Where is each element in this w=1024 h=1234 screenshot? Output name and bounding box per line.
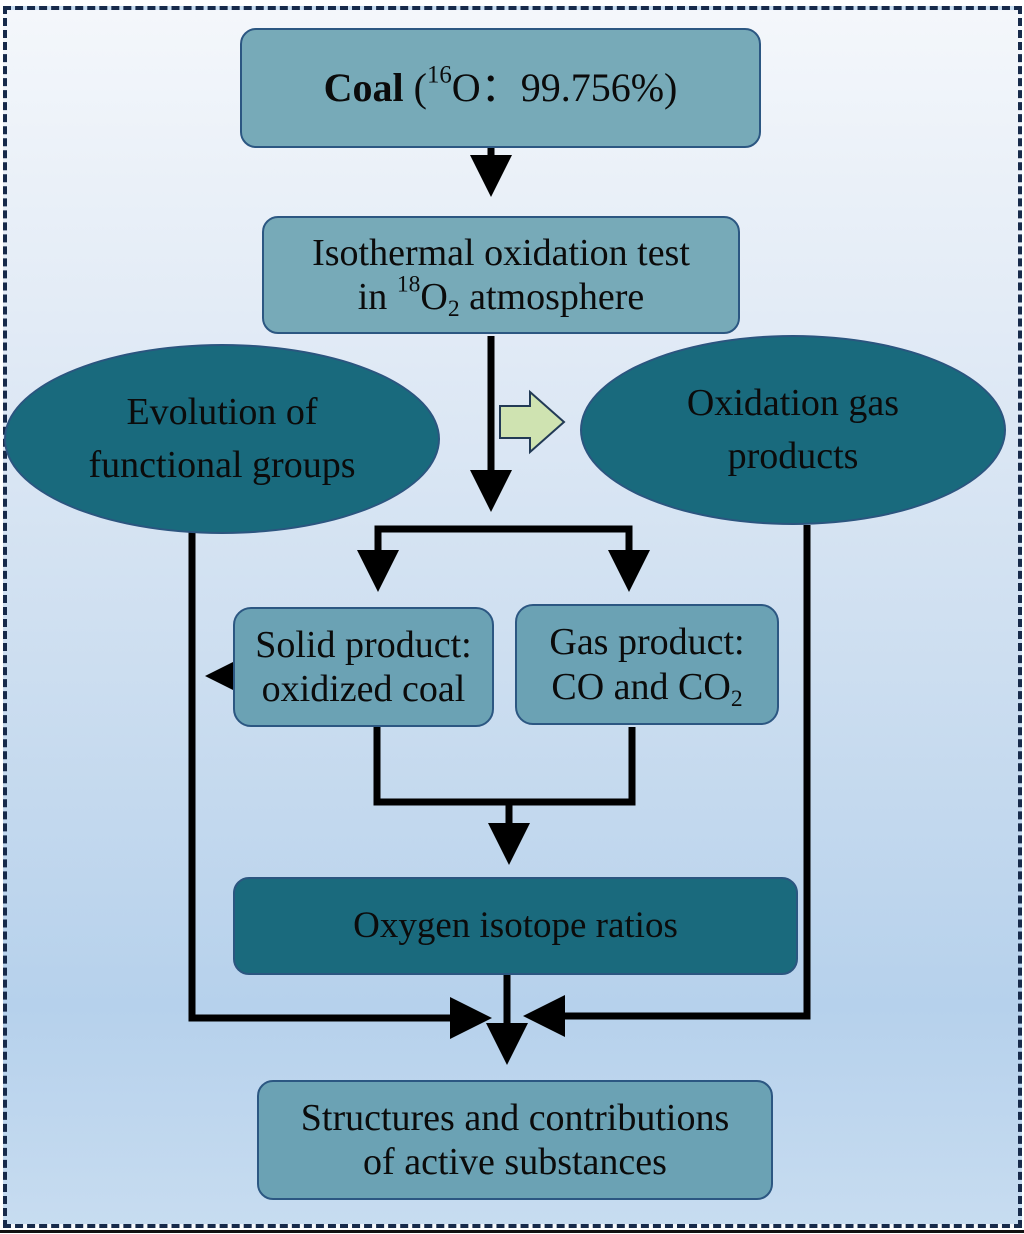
gas-products-line2: products bbox=[727, 435, 859, 477]
gas-product-line2: CO and CO2 bbox=[551, 665, 743, 712]
text-in: in bbox=[357, 276, 397, 318]
structures-line1: Structures and contributions bbox=[300, 1096, 730, 1139]
co-text: CO and CO bbox=[551, 665, 731, 708]
gas-products-line1: Oxidation gas bbox=[686, 381, 900, 424]
node-solid-product: Solid product: oxidized coal bbox=[233, 607, 494, 727]
coal-bold-label: Coal bbox=[323, 64, 404, 110]
node-oxidation-test: Isothermal oxidation test in 18O2 atmosp… bbox=[262, 216, 740, 334]
merge-bar bbox=[373, 727, 636, 806]
coal-separator: ： bbox=[480, 64, 521, 110]
isotope-subscript: 2 bbox=[447, 296, 460, 323]
node-oxidation-gas-products: Oxidation gas products bbox=[580, 335, 1006, 525]
block-arrow-icon bbox=[499, 389, 566, 455]
coal-isotope-value: 99.756%) bbox=[520, 64, 678, 110]
text-atmosphere: atmosphere bbox=[459, 276, 645, 318]
node-structures-contributions: Structures and contributions of active s… bbox=[257, 1080, 773, 1200]
oxidation-test-line2: in 18O2 atmosphere bbox=[357, 273, 645, 323]
functional-groups-line2: functional groups bbox=[88, 444, 356, 486]
functional-groups-line1: Evolution of bbox=[126, 390, 318, 433]
node-functional-groups: Evolution of functional groups bbox=[4, 344, 440, 534]
solid-product-line2: oxidized coal bbox=[261, 668, 466, 710]
co2-subscript: 2 bbox=[730, 685, 743, 712]
oxidation-test-line1: Isothermal oxidation test bbox=[312, 231, 690, 274]
node-oxygen-isotope-ratios: Oxygen isotope ratios bbox=[233, 877, 798, 975]
bottom-rule bbox=[0, 1230, 1024, 1233]
left-feedback-line bbox=[188, 532, 480, 1022]
gas-product-line1: Gas product: bbox=[549, 621, 745, 664]
coal-isotope-element: O bbox=[451, 64, 481, 110]
node-coal-label: Coal (16O：99.756%) bbox=[323, 62, 678, 112]
coal-isotope-mass: 16 bbox=[427, 61, 452, 88]
isotope-mass: 18 bbox=[396, 271, 421, 298]
right-feedback-line bbox=[540, 525, 811, 1020]
coal-paren: ( bbox=[403, 64, 427, 110]
isotope-ratios-label: Oxygen isotope ratios bbox=[353, 905, 678, 947]
node-coal: Coal (16O：99.756%) bbox=[240, 28, 761, 148]
isotope-element: O bbox=[420, 276, 448, 318]
node-gas-product: Gas product: CO and CO2 bbox=[515, 604, 779, 725]
split-bar bbox=[374, 525, 633, 580]
structures-line2: of active substances bbox=[363, 1141, 667, 1183]
solid-product-line1: Solid product: bbox=[255, 623, 472, 666]
